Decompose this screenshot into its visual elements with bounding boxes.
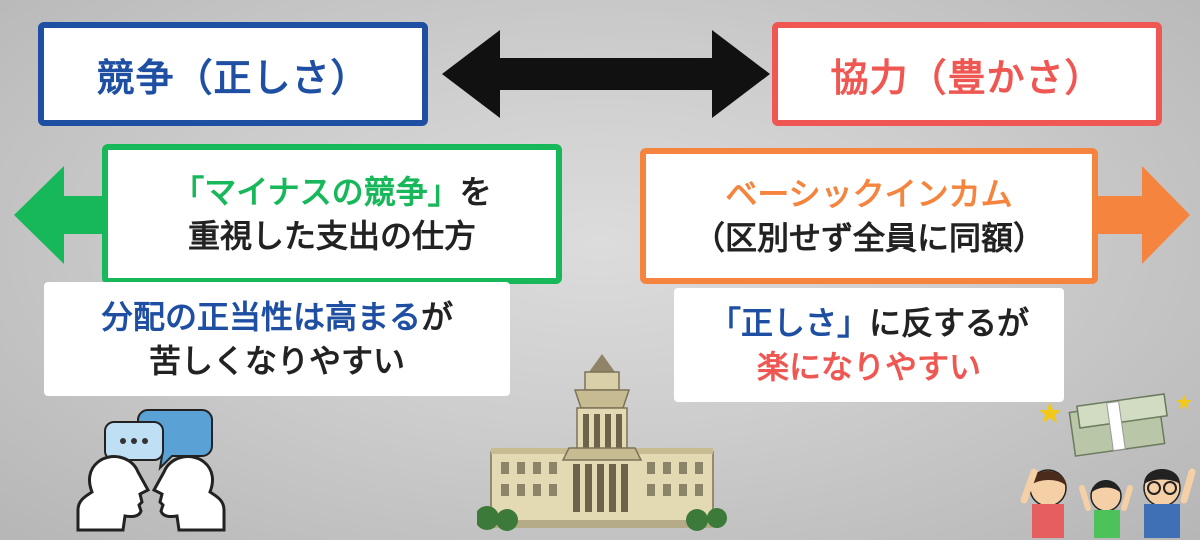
note-left-box: 分配の正当性は高まるが 苦しくなりやすい: [44, 282, 510, 396]
note-right-suffix: に反するが: [869, 303, 1030, 342]
minus-competition-line2: 重視した支出の仕方: [187, 217, 476, 255]
note-left-highlight: 分配の正当性は高まる: [100, 297, 421, 336]
minus-competition-quote: 「マイナスの競争」: [172, 172, 460, 211]
note-right-box: 「正しさ」に反するが 楽になりやすい: [674, 288, 1064, 402]
note-left-line2: 苦しくなりやすい: [148, 342, 405, 380]
green-left-arrow-icon: [14, 166, 122, 264]
talking-heads-icon: [76, 409, 226, 532]
diet-building-icon: [477, 354, 727, 531]
cooperation-box: 協力（豊かさ）: [772, 22, 1162, 126]
note-right-line1: 「正しさ」に反するが: [709, 301, 1029, 345]
minus-competition-box: 「マイナスの競争」を 重視した支出の仕方: [102, 144, 562, 284]
basic-income-subtitle: （区別せず全員に同額）: [692, 219, 1045, 257]
orange-right-arrow-icon: [1094, 166, 1190, 264]
cheering-people-money-icon: [1020, 393, 1196, 538]
note-right-line2: 楽になりやすい: [756, 348, 981, 386]
competition-box: 競争（正しさ）: [38, 22, 428, 126]
basic-income-title: ベーシックインカム: [725, 174, 1013, 213]
double-arrow-icon: [442, 30, 770, 118]
note-left-suffix: が: [421, 297, 454, 336]
minus-competition-particle: を: [459, 172, 492, 211]
minus-competition-line1: 「マイナスの競争」を: [172, 170, 491, 214]
competition-label: 競争（正しさ）: [96, 55, 370, 100]
note-right-highlight: 「正しさ」: [708, 303, 869, 342]
cooperation-label: 協力（豊かさ）: [830, 55, 1104, 100]
basic-income-box: ベーシックインカム （区別せず全員に同額）: [640, 148, 1098, 284]
note-left-line1: 分配の正当性は高まるが: [101, 295, 453, 339]
